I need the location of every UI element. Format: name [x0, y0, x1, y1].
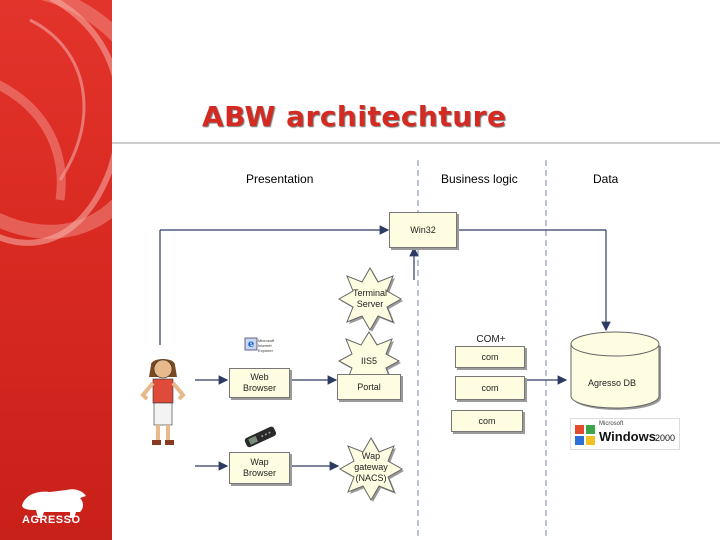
brand-sidebar: AGRESSO	[0, 0, 112, 540]
column-data: Data	[593, 172, 619, 186]
win32-box: Win32	[389, 212, 457, 248]
com-box-1: com	[455, 346, 525, 368]
decorative-swirl	[0, 0, 112, 246]
mobile-phone-icon	[244, 426, 277, 448]
wap-gateway-label: Wap gateway (NACS)	[354, 451, 388, 483]
com-plus-label: COM+	[476, 334, 506, 345]
svg-text:e: e	[248, 339, 254, 350]
terminal-server-node	[337, 266, 403, 332]
win32-label: Win32	[410, 224, 436, 235]
internet-explorer-logo: e Microsoft Internet Explorer	[244, 335, 280, 359]
windows-word: Windows	[599, 429, 656, 444]
title-divider	[112, 142, 720, 144]
com-box-2: com	[455, 376, 525, 400]
user-person-icon	[140, 359, 186, 445]
ie-logo-text: Microsoft Internet Explorer	[258, 338, 275, 353]
windows-year: 2000	[655, 433, 676, 443]
iis5-label: IIS5	[360, 356, 377, 366]
portal-label: Portal	[357, 381, 381, 392]
wap-gateway-node	[338, 436, 404, 502]
terminal-server-label: Terminal Server	[352, 288, 387, 309]
agresso-bull-logo	[22, 489, 86, 518]
portal-box: Portal	[337, 374, 401, 400]
windows-2000-logo: Microsoft Windows 2000	[570, 418, 680, 450]
column-presentation: Presentation	[246, 172, 314, 186]
agresso-logo-text: AGRESSO	[22, 514, 81, 526]
ie-icon: e	[244, 337, 258, 351]
column-business-logic: Business logic	[441, 172, 518, 186]
windows-flag-icon	[575, 425, 595, 445]
com-box-3: com	[451, 410, 523, 432]
agresso-db-cylinder	[570, 331, 661, 410]
agresso-db-label: Agresso DB	[588, 378, 637, 388]
windows-microsoft-text: Microsoft	[599, 421, 624, 427]
slide-title: ABW architechture	[202, 100, 507, 133]
